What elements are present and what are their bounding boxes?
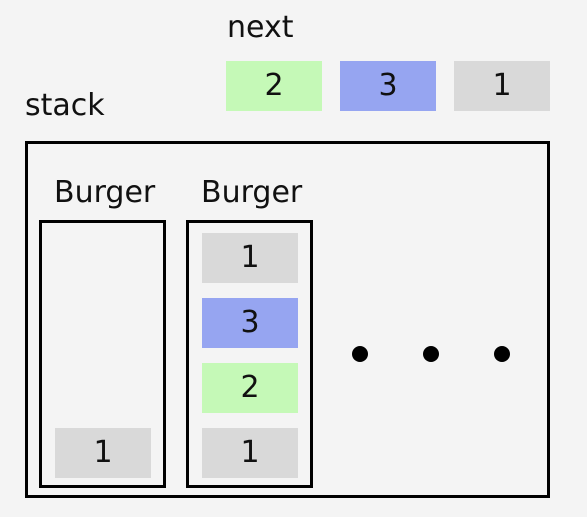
burger-2-item-4: 1: [202, 428, 298, 478]
next-item-1: 2: [226, 61, 322, 111]
burger-1-frame: [39, 220, 166, 488]
burger-2-item-2: 3: [202, 298, 298, 348]
burger-1-label: Burger: [54, 175, 156, 210]
stack-label: stack: [25, 88, 105, 123]
ellipsis-dot: [352, 346, 368, 362]
next-item-2: 3: [340, 61, 436, 111]
next-item-3: 1: [454, 61, 550, 111]
stack-frame: [25, 141, 550, 498]
ellipsis-icon: [352, 346, 512, 362]
burger-1-item-1: 1: [55, 428, 151, 478]
ellipsis-dot: [423, 346, 439, 362]
burger-2-item-1: 1: [202, 233, 298, 283]
burger-2-item-3: 2: [202, 363, 298, 413]
burger-2-frame: [186, 220, 313, 488]
next-label: next: [227, 10, 294, 45]
burger-2-label: Burger: [201, 175, 303, 210]
ellipsis-dot: [494, 346, 510, 362]
